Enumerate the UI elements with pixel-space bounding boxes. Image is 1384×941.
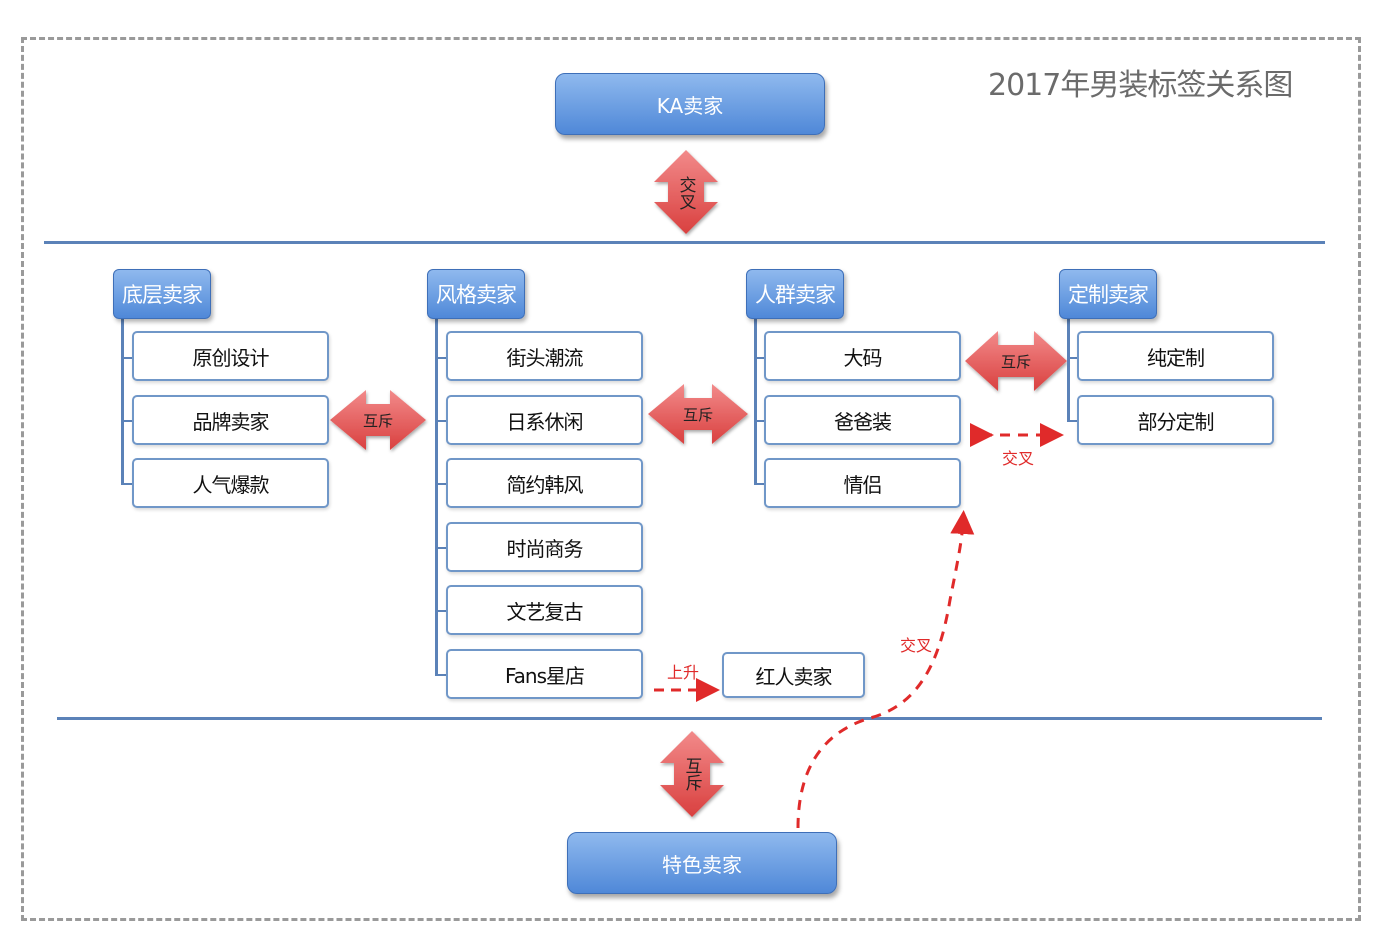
bottom-divider xyxy=(57,717,1322,720)
tag-item[interactable]: 部分定制 xyxy=(1077,395,1274,445)
branch xyxy=(754,357,768,359)
branch xyxy=(435,674,449,676)
tag-item[interactable]: 大码 xyxy=(764,331,961,381)
tag-item[interactable]: 纯定制 xyxy=(1077,331,1274,381)
curved-cross-label: 交叉 xyxy=(900,636,933,655)
branch xyxy=(121,420,135,422)
tag-item[interactable]: 爸爸装 xyxy=(764,395,961,445)
tag-item[interactable]: 时尚商务 xyxy=(446,522,643,572)
branch xyxy=(435,357,449,359)
cross-label: 交叉 xyxy=(1002,449,1035,468)
tree-line-4 xyxy=(1067,316,1070,422)
branch xyxy=(435,610,449,612)
tag-item[interactable]: 人气爆款 xyxy=(132,458,329,508)
tag-item[interactable]: 情侣 xyxy=(764,458,961,508)
tree-line-1 xyxy=(121,316,124,484)
rise-label: 上升 xyxy=(667,663,700,682)
bottom-exclusive-arrow-icon xyxy=(660,731,724,817)
category-header-bottom-seller[interactable]: 底层卖家 xyxy=(113,269,211,319)
category-header-custom-seller[interactable]: 定制卖家 xyxy=(1059,269,1157,319)
relation-label-2: 互斥 xyxy=(682,405,713,424)
top-arrow-label: 交叉 xyxy=(675,176,696,210)
category-header-crowd-seller[interactable]: 人群卖家 xyxy=(746,269,844,319)
relation-label-1: 互斥 xyxy=(362,411,393,430)
branch xyxy=(121,357,135,359)
tree-line-2 xyxy=(435,316,438,676)
branch xyxy=(435,420,449,422)
hongren-seller-box[interactable]: 红人卖家 xyxy=(722,652,865,698)
branch xyxy=(1067,420,1081,422)
tag-item[interactable]: 街头潮流 xyxy=(446,331,643,381)
exclusive-arrow-1-icon xyxy=(330,390,426,450)
ka-seller-box[interactable]: KA卖家 xyxy=(555,73,825,135)
top-cross-arrow-icon xyxy=(654,150,718,234)
exclusive-arrow-3-icon xyxy=(965,331,1067,391)
curved-cross-arrow-icon xyxy=(796,510,975,829)
exclusive-arrow-2-icon xyxy=(648,384,748,444)
tag-item[interactable]: Fans星店 xyxy=(446,649,643,699)
tag-item[interactable]: 原创设计 xyxy=(132,331,329,381)
dashed-frame xyxy=(21,37,1361,921)
diagram-title: 2017年男装标签关系图 xyxy=(988,68,1293,103)
branch xyxy=(754,483,768,485)
relation-label-3: 互斥 xyxy=(1000,352,1031,371)
tree-line-3 xyxy=(754,316,757,484)
tag-item[interactable]: 日系休闲 xyxy=(446,395,643,445)
branch xyxy=(121,483,135,485)
branch xyxy=(754,420,768,422)
branch xyxy=(1067,357,1081,359)
tag-item[interactable]: 简约韩风 xyxy=(446,458,643,508)
top-divider xyxy=(44,241,1325,244)
category-header-style-seller[interactable]: 风格卖家 xyxy=(427,269,525,319)
tag-item[interactable]: 品牌卖家 xyxy=(132,395,329,445)
tag-item[interactable]: 文艺复古 xyxy=(446,585,643,635)
branch xyxy=(435,547,449,549)
special-seller-box[interactable]: 特色卖家 xyxy=(567,832,837,894)
bottom-arrow-label: 互斥 xyxy=(681,757,702,791)
branch xyxy=(435,483,449,485)
